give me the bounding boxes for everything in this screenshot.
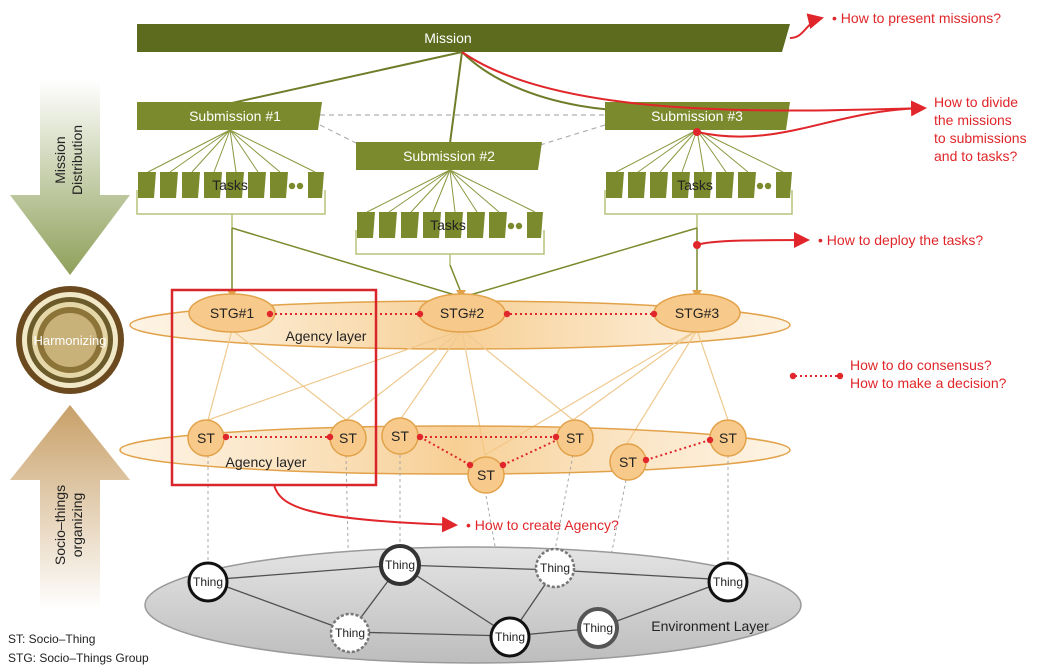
submission-2: Submission #2 — [356, 142, 542, 170]
stg-node-2: STG#2 — [418, 293, 506, 333]
thing-7-label: Thing — [583, 621, 613, 635]
st-node-2: ST — [329, 419, 367, 457]
question-divide-line-1: How to divide — [934, 94, 1018, 110]
thing-node-6: Thing — [489, 616, 531, 658]
submission-1-label: Submission #1 — [189, 108, 281, 124]
tasks-group-1: Tasks — [136, 172, 326, 228]
harmonizing-circle: Harmonizing — [16, 286, 124, 394]
mission-distribution-label-1: Mission — [52, 136, 68, 183]
question-consensus: How to do consensus? How to make a decis… — [789, 357, 1007, 391]
st-6-label: ST — [619, 454, 637, 470]
question-present: • How to present missions? — [789, 10, 1001, 39]
question-deploy-text: • How to deploy the tasks? — [818, 232, 983, 248]
st-7-label: ST — [719, 430, 737, 446]
question-consensus-line-1: How to do consensus? — [850, 357, 992, 373]
stg-3-label: STG#3 — [675, 305, 720, 321]
socio-things-organizing-arrow: Socio–things organizing — [10, 405, 130, 610]
st-node-4: ST — [467, 456, 505, 494]
st-1-label: ST — [197, 430, 215, 446]
submission-2-label: Submission #2 — [403, 148, 495, 164]
st-3-label: ST — [391, 428, 409, 444]
stg-node-3: STG#3 — [653, 293, 741, 333]
mission-label: Mission — [424, 30, 471, 46]
st-consensus-links — [225, 436, 711, 466]
mission-bar: Mission — [137, 24, 790, 52]
submission-peer-links — [319, 114, 606, 146]
thing-node-3: Thing — [534, 547, 576, 589]
st-5-label: ST — [566, 430, 584, 446]
st-node-6: ST — [609, 443, 647, 481]
submission-1: Submission #1 — [137, 102, 322, 130]
thing-2-label: Thing — [385, 558, 415, 572]
legend: ST: Socio–Thing STG: Socio–Things Group — [8, 632, 149, 665]
thing-node-4: Thing — [707, 561, 749, 603]
stg-agency-layer-label: Agency layer — [286, 328, 367, 344]
legend-stg: STG: Socio–Things Group — [8, 651, 149, 665]
st-node-3: ST — [381, 417, 419, 455]
question-create-agency-text: • How to create Agency? — [466, 517, 619, 533]
question-create-agency: • How to create Agency? — [273, 484, 619, 533]
thing-1-label: Thing — [193, 575, 223, 589]
stg-1-label: STG#1 — [210, 305, 255, 321]
st-4-label: ST — [477, 467, 495, 483]
legend-st: ST: Socio–Thing — [8, 632, 95, 646]
tasks-group-3: Tasks — [604, 172, 793, 228]
question-present-text: • How to present missions? — [832, 10, 1001, 26]
st-node-1: ST — [187, 419, 225, 457]
st-node-7: ST — [709, 419, 747, 457]
thing-3-label: Thing — [540, 561, 570, 575]
environment-layer-label: Environment Layer — [651, 618, 769, 634]
task-to-stg-lines — [231, 227, 698, 296]
mission-distribution-arrow: Mission Distribution — [10, 80, 130, 275]
thing-6-label: Thing — [495, 630, 525, 644]
tasks-label-1: Tasks — [212, 177, 248, 193]
question-deploy: • How to deploy the tasks? — [693, 232, 983, 249]
thing-node-1: Thing — [187, 561, 229, 603]
question-divide-line-3: to submissions — [934, 130, 1027, 146]
question-divide-line-2: the missions — [934, 112, 1012, 128]
st-agency-layer-label: Agency layer — [226, 454, 307, 470]
question-divide: How to divide the missions to submission… — [461, 51, 1027, 164]
submission-3-label: Submission #3 — [651, 108, 743, 124]
stg-node-1: STG#1 — [188, 293, 276, 333]
stg-consensus-dots — [266, 310, 658, 318]
tasks-label-2: Tasks — [430, 217, 466, 233]
task-fan-lines — [147, 129, 784, 213]
tasks-group-2: Tasks — [355, 212, 545, 265]
thing-4-label: Thing — [713, 575, 743, 589]
st-node-5: ST — [556, 419, 594, 457]
environment-layer: Environment Layer — [144, 546, 802, 664]
thing-node-7: Thing — [577, 607, 619, 649]
stg-2-label: STG#2 — [440, 305, 485, 321]
tasks-label-3: Tasks — [677, 177, 713, 193]
thing-5-label: Thing — [335, 626, 365, 640]
harmonizing-label: Harmonizing — [34, 333, 107, 348]
mission-distribution-label-2: Distribution — [69, 125, 85, 195]
question-divide-line-4: and to tasks? — [934, 148, 1017, 164]
thing-node-2: Thing — [379, 544, 421, 586]
question-consensus-line-2: How to make a decision? — [850, 375, 1007, 391]
st-consensus-dots — [222, 433, 714, 469]
socio-things-label-2: organizing — [69, 493, 85, 558]
thing-node-5: Thing — [329, 612, 371, 654]
submission-3: Submission #3 — [605, 102, 790, 130]
socio-things-label-1: Socio–things — [52, 485, 68, 565]
st-2-label: ST — [339, 430, 357, 446]
